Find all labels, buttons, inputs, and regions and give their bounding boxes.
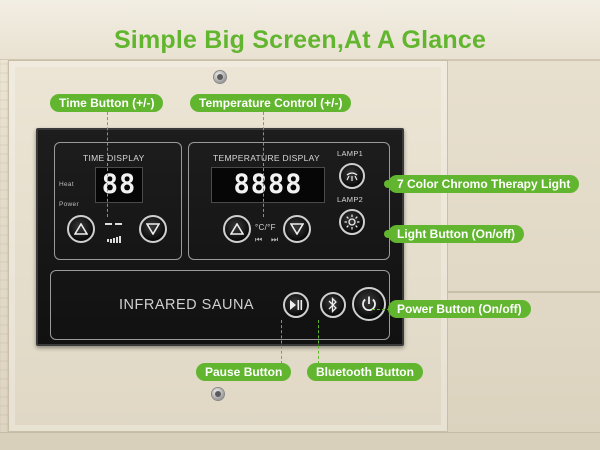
top-wood-strip bbox=[0, 0, 600, 60]
temperature-down-button[interactable] bbox=[283, 215, 311, 243]
level-bar bbox=[107, 239, 109, 242]
indicator-dash bbox=[115, 223, 122, 225]
callout-pause-button: Pause Button bbox=[196, 363, 292, 381]
leader-line bbox=[372, 309, 390, 310]
lamp1-label: LAMP1 bbox=[337, 149, 364, 158]
play-pause-icon bbox=[290, 300, 303, 310]
light-button[interactable] bbox=[339, 209, 365, 235]
temperature-display: 8888 bbox=[211, 167, 325, 203]
indicator-dash bbox=[105, 223, 112, 225]
screw-icon bbox=[212, 388, 224, 400]
bottom-control-box: INFRARED SAUNA bbox=[50, 270, 390, 340]
triangle-up-icon bbox=[74, 223, 88, 235]
sun-icon bbox=[344, 214, 360, 230]
callout-time-button: Time Button (+/-) bbox=[50, 94, 164, 112]
page-title: Simple Big Screen,At A Glance bbox=[113, 26, 487, 54]
time-up-button[interactable] bbox=[67, 215, 95, 243]
brand-label: INFRARED SAUNA bbox=[119, 297, 255, 313]
leader-line bbox=[318, 320, 319, 364]
heat-label: Heat bbox=[59, 181, 74, 188]
temperature-up-button[interactable] bbox=[223, 215, 251, 243]
right-wood-board bbox=[448, 60, 600, 432]
lamp1-button[interactable] bbox=[339, 163, 365, 189]
screw-icon bbox=[214, 71, 226, 83]
board-seam bbox=[448, 291, 600, 293]
power-icon bbox=[362, 296, 376, 311]
temperature-display-label: TEMPERATURE DISPLAY bbox=[213, 153, 320, 163]
leader-line bbox=[263, 112, 264, 217]
pause-button[interactable] bbox=[283, 292, 309, 318]
triangle-up-icon bbox=[230, 223, 244, 235]
rays-lamp-icon bbox=[346, 172, 358, 181]
control-panel: TIME DISPLAY Heat Power 88 TEMPERATURE D… bbox=[36, 128, 404, 346]
triangle-down-icon bbox=[290, 223, 304, 235]
level-bar bbox=[119, 236, 121, 243]
bluetooth-icon bbox=[328, 297, 337, 313]
level-bar bbox=[113, 238, 115, 243]
power-label: Power bbox=[59, 201, 79, 208]
level-bar bbox=[116, 237, 118, 243]
triangle-down-icon bbox=[146, 223, 160, 235]
time-display: 88 bbox=[95, 167, 143, 203]
power-button[interactable] bbox=[352, 287, 386, 321]
callout-temperature-control: Temperature Control (+/-) bbox=[190, 94, 352, 112]
callout-power-button: Power Button (On/off) bbox=[388, 300, 531, 318]
bottom-wood-strip bbox=[0, 432, 600, 450]
lamp2-label: LAMP2 bbox=[337, 195, 364, 204]
leader-line bbox=[107, 112, 108, 217]
leader-line bbox=[281, 320, 282, 364]
callout-light-button: Light Button (On/off) bbox=[388, 225, 524, 243]
bluetooth-button[interactable] bbox=[320, 292, 346, 318]
callout-bluetooth-button: Bluetooth Button bbox=[307, 363, 423, 381]
time-display-box: TIME DISPLAY Heat Power 88 bbox=[54, 142, 182, 260]
time-display-label: TIME DISPLAY bbox=[83, 153, 145, 163]
temperature-display-box: TEMPERATURE DISPLAY 8888 °C/°F ⏮ ⏭ LAMP1… bbox=[188, 142, 390, 260]
time-down-button[interactable] bbox=[139, 215, 167, 243]
level-bar bbox=[110, 239, 112, 243]
next-track-icon: ⏭ bbox=[271, 235, 279, 244]
callout-chromo-light: 7 Color Chromo Therapy Light bbox=[388, 175, 580, 193]
previous-track-icon: ⏮ bbox=[255, 235, 263, 244]
unit-toggle-label[interactable]: °C/°F bbox=[255, 223, 276, 232]
